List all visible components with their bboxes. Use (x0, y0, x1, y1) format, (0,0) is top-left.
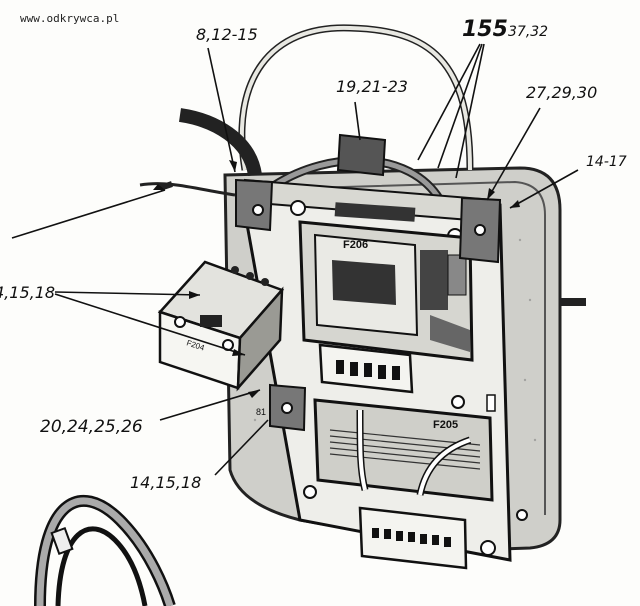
watermark-text: www.odkrywca.pl (20, 12, 119, 25)
module-f204: F204 (157, 260, 285, 392)
label-f206: F206 (343, 239, 368, 251)
label-81: 81 (256, 407, 266, 417)
callout-top-big: 155 (462, 17, 508, 42)
callout-right: 14-17 (586, 154, 627, 170)
leader-arrowheads (153, 160, 520, 398)
module-f205: F205 (313, 398, 494, 502)
callout-top-left: 8,12-15 (196, 25, 258, 44)
callout-top-right: 27,29,30 (526, 83, 597, 102)
connector-lower (303, 485, 528, 570)
connector-upper (318, 343, 496, 412)
callout-left: 4,15,18 (0, 283, 55, 302)
lower-cable (34, 494, 176, 606)
callout-top-small: 37,32 (508, 24, 548, 40)
leader-lines (11, 43, 579, 476)
label-f205: F205 (433, 419, 458, 431)
callout-bottom-left: 20,24,25,26 (40, 417, 143, 437)
clamps (235, 133, 502, 432)
callout-top-mid: 19,21-23 (336, 77, 408, 96)
callout-bottom: 14,15,18 (130, 473, 201, 492)
module-f206: F206 (298, 220, 474, 362)
cables (139, 24, 474, 203)
